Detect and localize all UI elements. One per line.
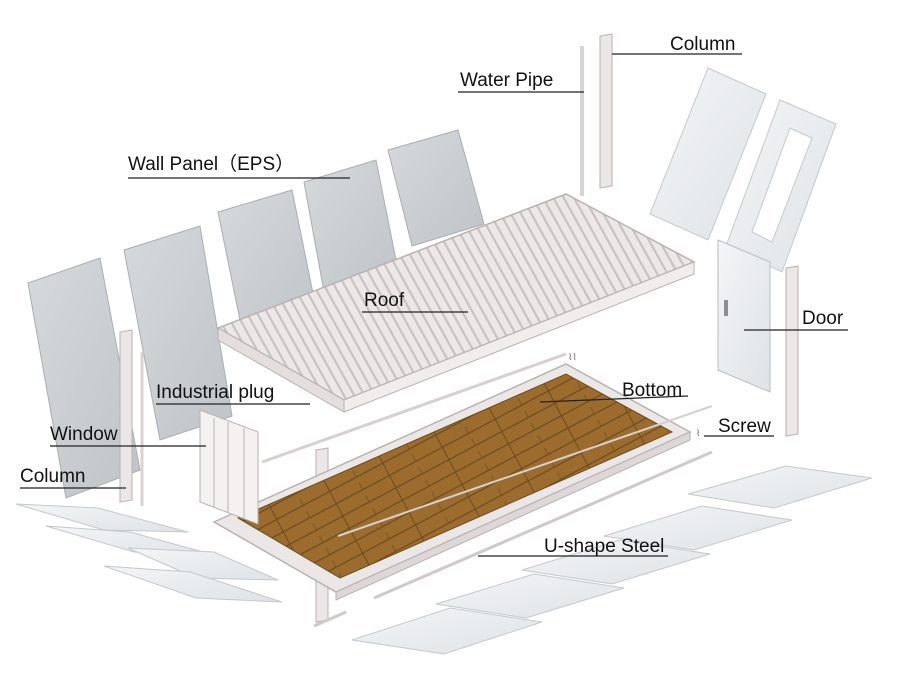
- floor-panel: [15, 503, 189, 533]
- floor-panel: [103, 565, 283, 603]
- label-u-shape-steel: U-shape Steel: [544, 536, 664, 557]
- floor-panel: [127, 547, 279, 581]
- wall-panel: [649, 67, 767, 241]
- u-shape-steel: [313, 610, 347, 628]
- floor-panel: [603, 505, 793, 551]
- wall-panel: [27, 257, 141, 499]
- floor-panel: [687, 465, 873, 509]
- leader-lines: [20, 53, 848, 557]
- leader-bottom: [539, 395, 689, 403]
- floor-panels-left-group: [15, 503, 283, 603]
- bottom-front-edge: [335, 431, 691, 601]
- labels: Column Water Pipe Wall Panel（EPS） Roof D…: [20, 34, 844, 557]
- floor-panel: [521, 539, 711, 585]
- column-right: [785, 265, 799, 437]
- label-industrial-plug: Industrial plug: [156, 382, 274, 403]
- window-opening: [751, 127, 813, 243]
- label-window: Window: [50, 424, 118, 445]
- wall-panels-group: [27, 129, 485, 499]
- window-group: [199, 409, 259, 525]
- label-bottom: Bottom: [622, 380, 682, 401]
- rail: [261, 352, 567, 464]
- column-left: [119, 329, 133, 503]
- rail: [337, 405, 713, 537]
- door-handle-icon: [724, 300, 728, 316]
- label-wall-panel: Wall Panel（EPS）: [128, 153, 294, 175]
- roof-group: [216, 193, 696, 413]
- bottom-floor: [236, 373, 674, 579]
- rails-group: [261, 352, 713, 537]
- label-column-left: Column: [20, 466, 85, 487]
- wall-panel: [123, 225, 233, 441]
- u-shape-steel-group: [313, 450, 713, 628]
- u-shape-steel: [373, 450, 713, 600]
- label-door: Door: [802, 308, 844, 329]
- floor-panels-right-group: [351, 465, 873, 655]
- label-water-pipe: Water Pipe: [460, 70, 553, 91]
- column-top: [599, 33, 613, 189]
- screw-icon: ⌇⌇: [568, 352, 577, 362]
- wall-panel: [387, 129, 485, 247]
- door-panel: [717, 239, 771, 393]
- label-column-top: Column: [670, 34, 735, 55]
- bottom-group: [212, 363, 692, 601]
- window-frame: [199, 409, 259, 525]
- label-roof: Roof: [364, 290, 405, 311]
- screw-icon: ⌇: [696, 428, 700, 438]
- right-panels-group: [649, 67, 837, 393]
- floor-panel: [435, 573, 625, 619]
- screw-group: ⌇ ⌇⌇: [568, 352, 700, 438]
- label-screw: Screw: [718, 416, 771, 437]
- floor-panel: [351, 607, 543, 655]
- roof-front: [343, 261, 695, 413]
